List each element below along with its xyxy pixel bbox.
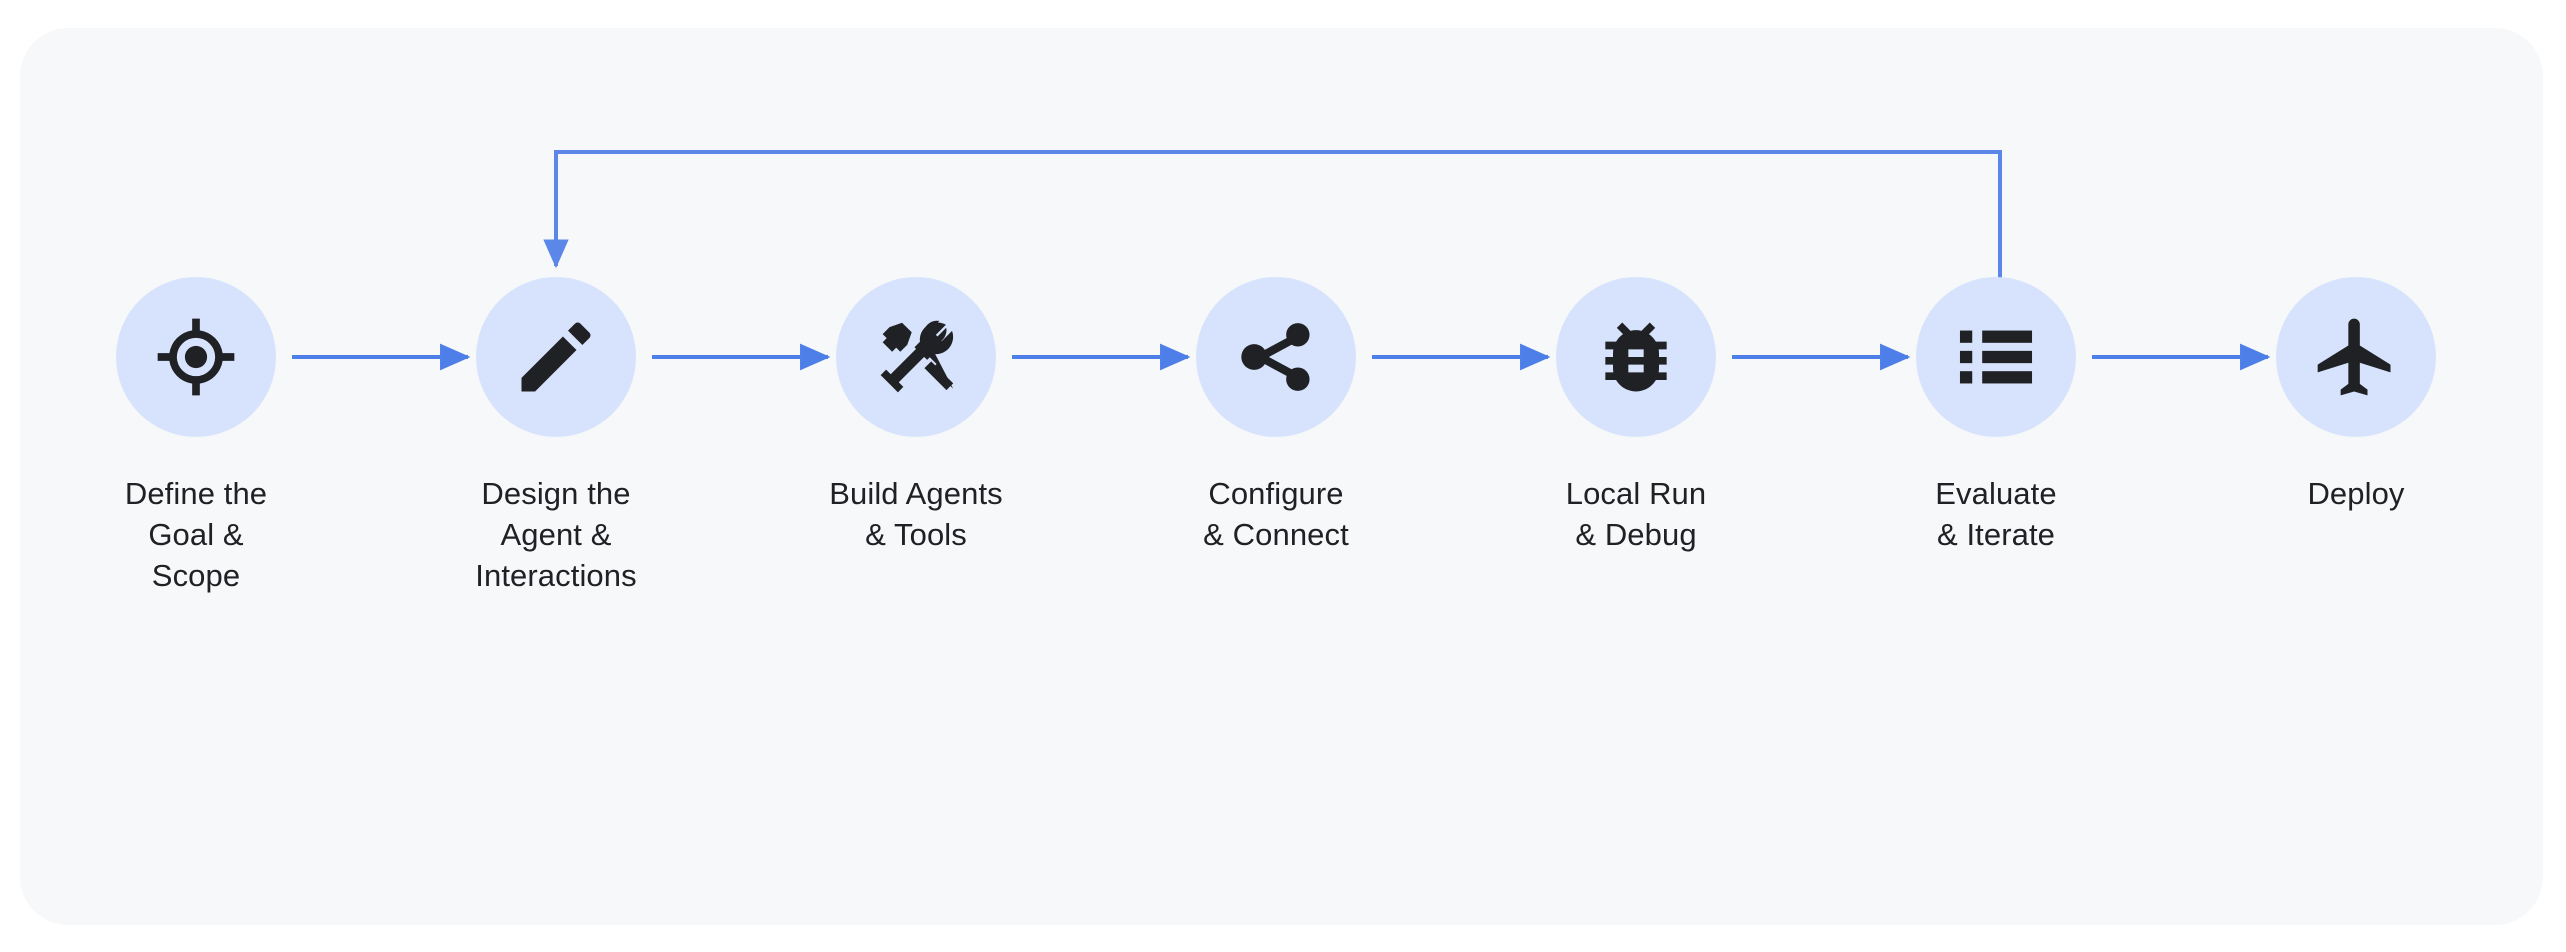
step-evaluate-iterate[interactable]: Evaluate & Iterate: [1846, 277, 2146, 555]
step-icon-bubble: [1916, 277, 2076, 437]
step-icon-bubble: [2276, 277, 2436, 437]
step-define-goal-scope[interactable]: Define the Goal & Scope: [46, 277, 346, 596]
airplane-icon: [2317, 318, 2391, 396]
target-icon: [157, 318, 235, 396]
pencil-icon: [521, 322, 591, 392]
step-icon-bubble: [1196, 277, 1356, 437]
step-design-agent-interactions[interactable]: Design the Agent & Interactions: [406, 277, 706, 596]
step-label: Evaluate & Iterate: [1935, 476, 2057, 552]
step-icon-bubble: [476, 277, 636, 437]
step-icon-bubble: [1556, 277, 1716, 437]
step-icon-bubble: [836, 277, 996, 437]
step-icon-bubble: [116, 277, 276, 437]
bug-icon: [1605, 322, 1667, 392]
step-build-agents-tools[interactable]: Build Agents & Tools: [766, 277, 1066, 555]
step-label: Design the Agent & Interactions: [475, 476, 637, 593]
step-label: Define the Goal & Scope: [124, 476, 268, 593]
list-icon: [1959, 330, 2033, 384]
step-deploy[interactable]: Deploy: [2206, 277, 2506, 514]
share-nodes-icon: [1241, 323, 1310, 391]
step-label: Deploy: [2307, 476, 2405, 511]
step-local-run-debug[interactable]: Local Run & Debug: [1486, 277, 1786, 555]
step-configure-connect[interactable]: Configure & Connect: [1126, 277, 1426, 555]
step-label: Local Run & Debug: [1565, 476, 1707, 552]
hammer-wrench-icon: [880, 320, 954, 393]
step-label: Configure & Connect: [1203, 476, 1349, 552]
step-label: Build Agents & Tools: [829, 476, 1003, 552]
